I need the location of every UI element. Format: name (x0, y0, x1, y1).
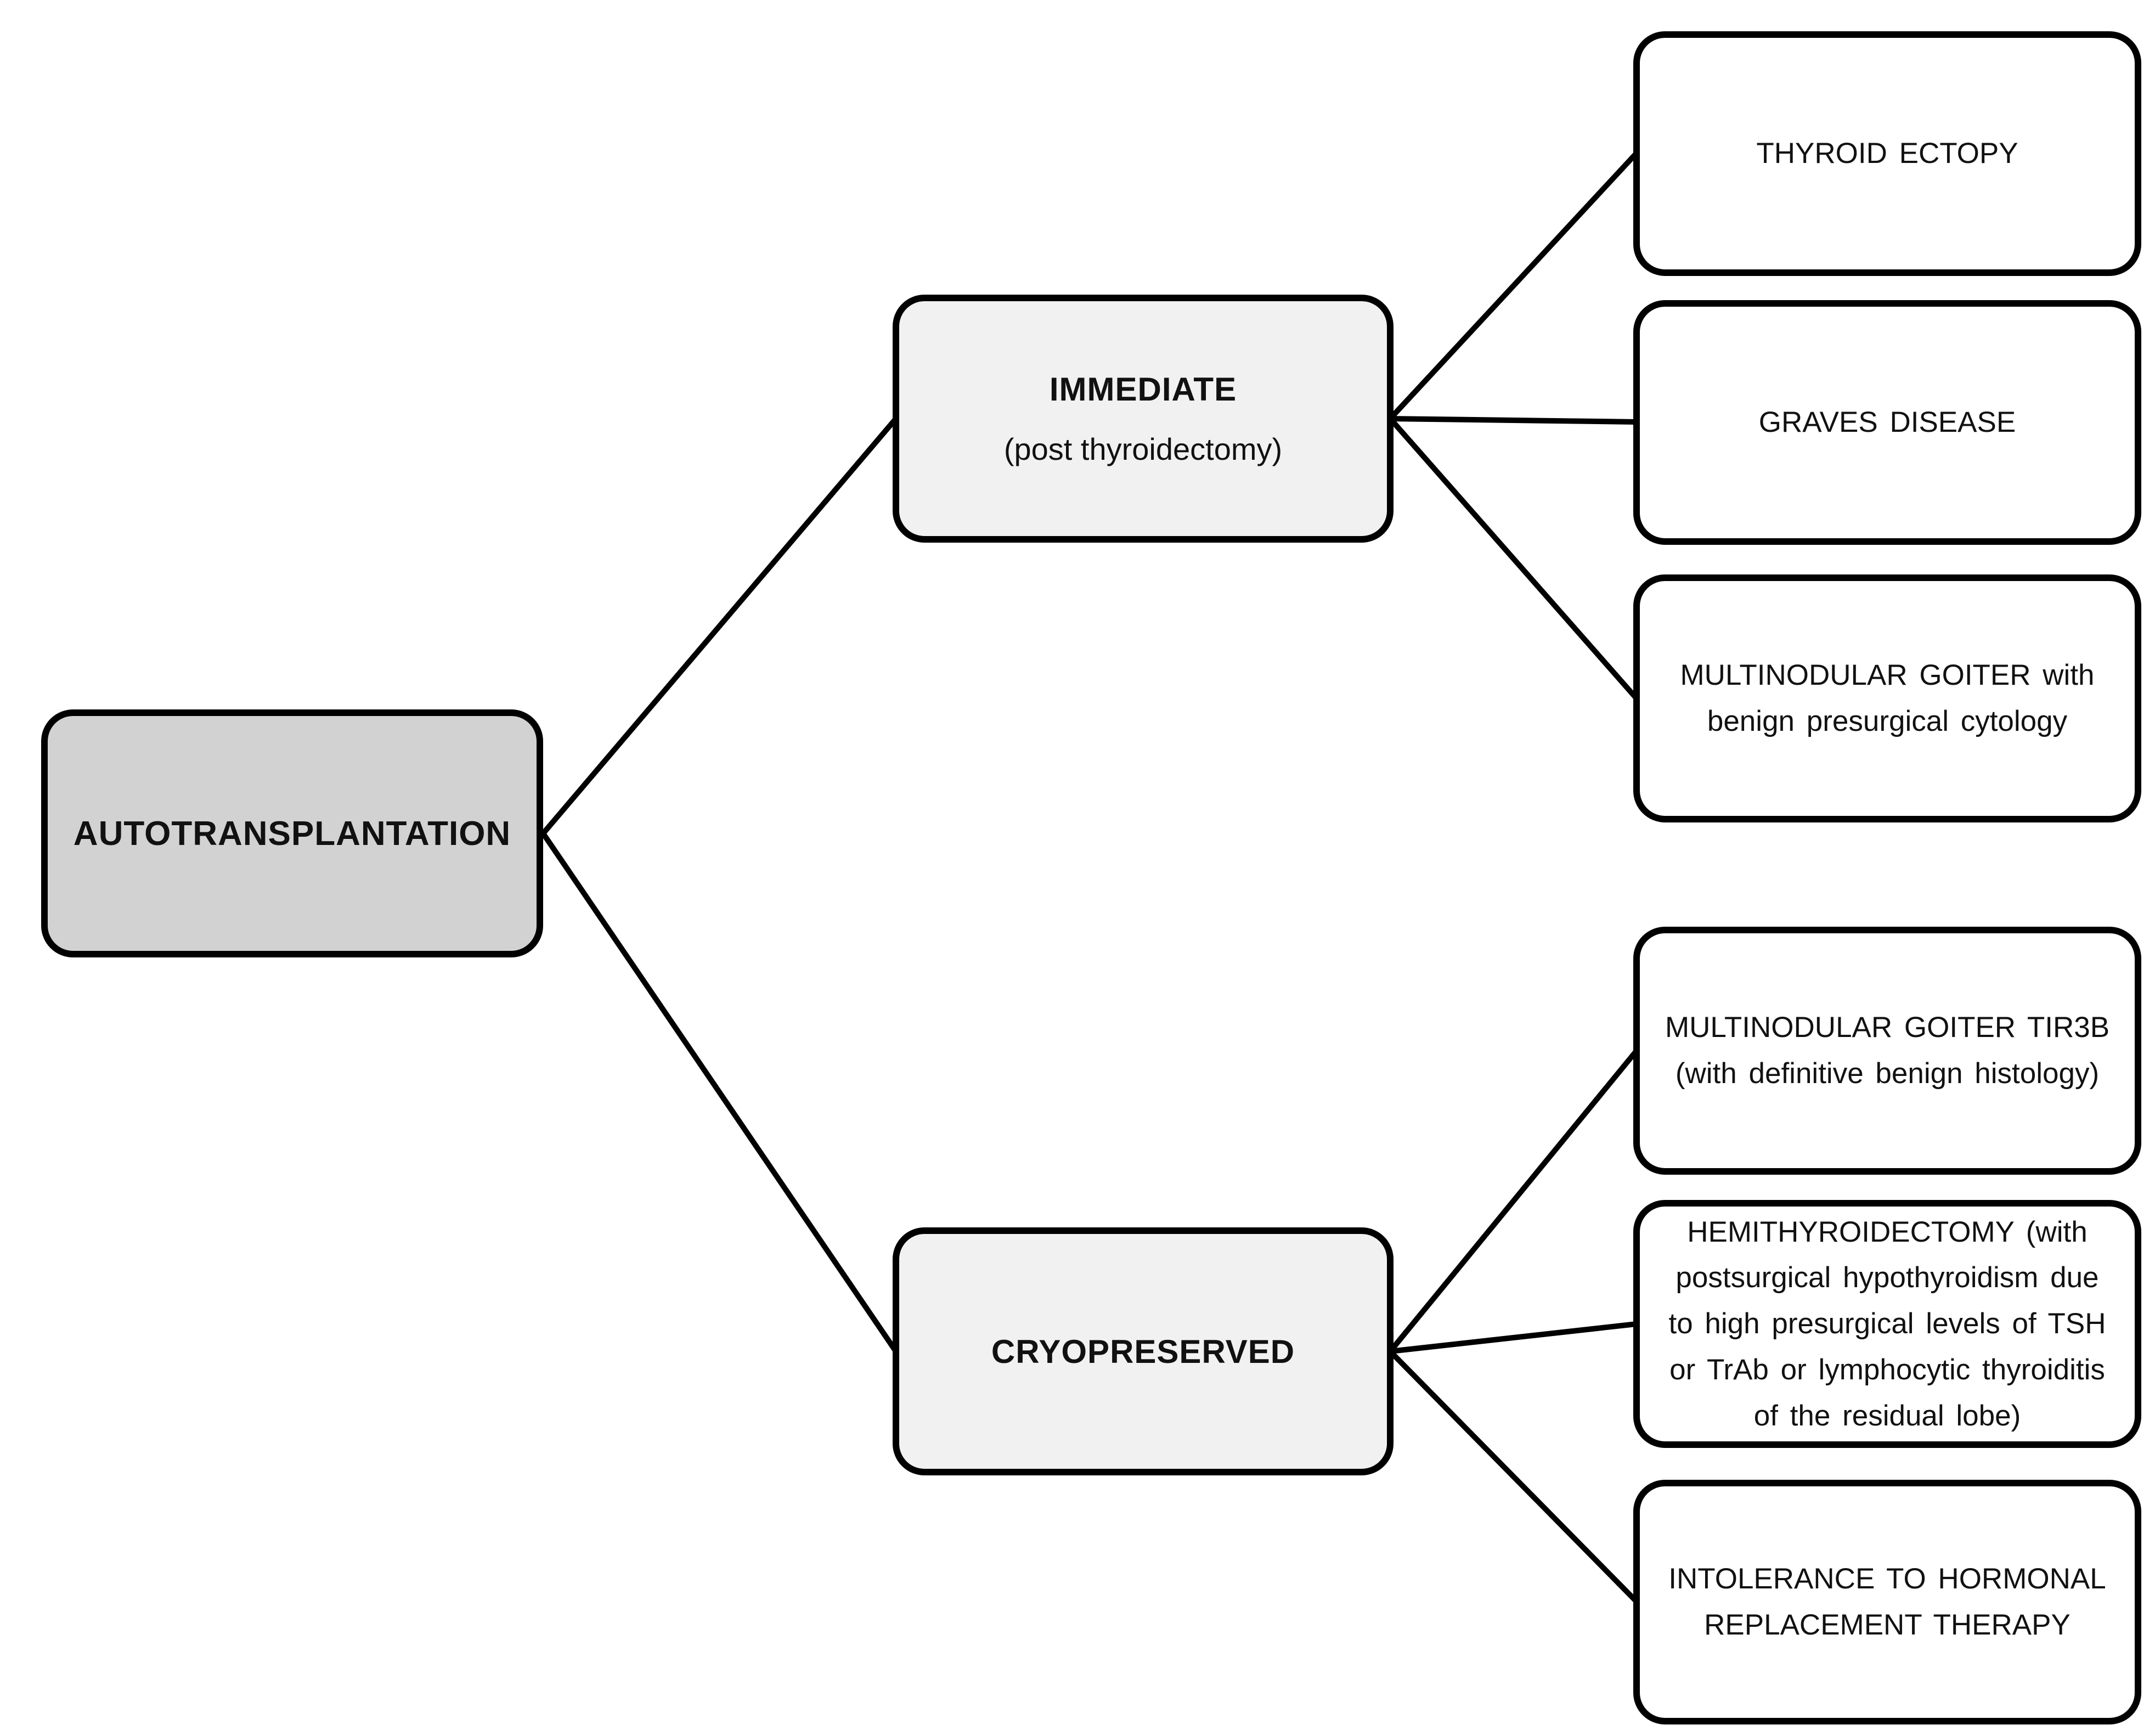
node-cryopreserved-title: CRYOPRESERVED (991, 1333, 1295, 1370)
node-cryopreserved: CRYOPRESERVED (893, 1227, 1394, 1475)
edge-cryo-to-hemithyroid (1387, 1321, 1639, 1354)
node-graves-disease: GRAVES DISEASE (1633, 300, 2141, 545)
node-immediate-title: IMMEDIATE (1049, 371, 1237, 408)
node-thyroid-ectopy-label: THYROID ECTOPY (1756, 137, 2018, 170)
node-autotransplantation: AUTOTRANSPLANTATION (41, 709, 543, 957)
edge-cryo-to-tir3b (1387, 1048, 1639, 1354)
edge-immediate-to-graves (1387, 416, 1639, 425)
node-multinodular-goiter-tir3b-label: MULTINODULAR GOITER TIR3B(with definitiv… (1665, 1011, 2110, 1090)
node-thyroid-ectopy: THYROID ECTOPY (1633, 31, 2141, 276)
node-autotransplantation-label: AUTOTRANSPLANTATION (73, 814, 511, 853)
node-multinodular-goiter-tir3b: MULTINODULAR GOITER TIR3B(with definitiv… (1633, 927, 2141, 1175)
node-graves-disease-label: GRAVES DISEASE (1758, 406, 2016, 439)
edge-root-to-cryopreserved (540, 831, 899, 1354)
node-immediate-subtitle: (post thyroidectomy) (1003, 432, 1283, 466)
edge-immediate-to-goiter (1387, 416, 1639, 701)
edge-immediate-to-ectopy (1387, 150, 1639, 421)
edge-root-to-immediate (540, 416, 899, 836)
edge-cryo-to-intolerance (1387, 1349, 1639, 1604)
node-immediate: IMMEDIATE (post thyroidectomy) (893, 295, 1394, 543)
